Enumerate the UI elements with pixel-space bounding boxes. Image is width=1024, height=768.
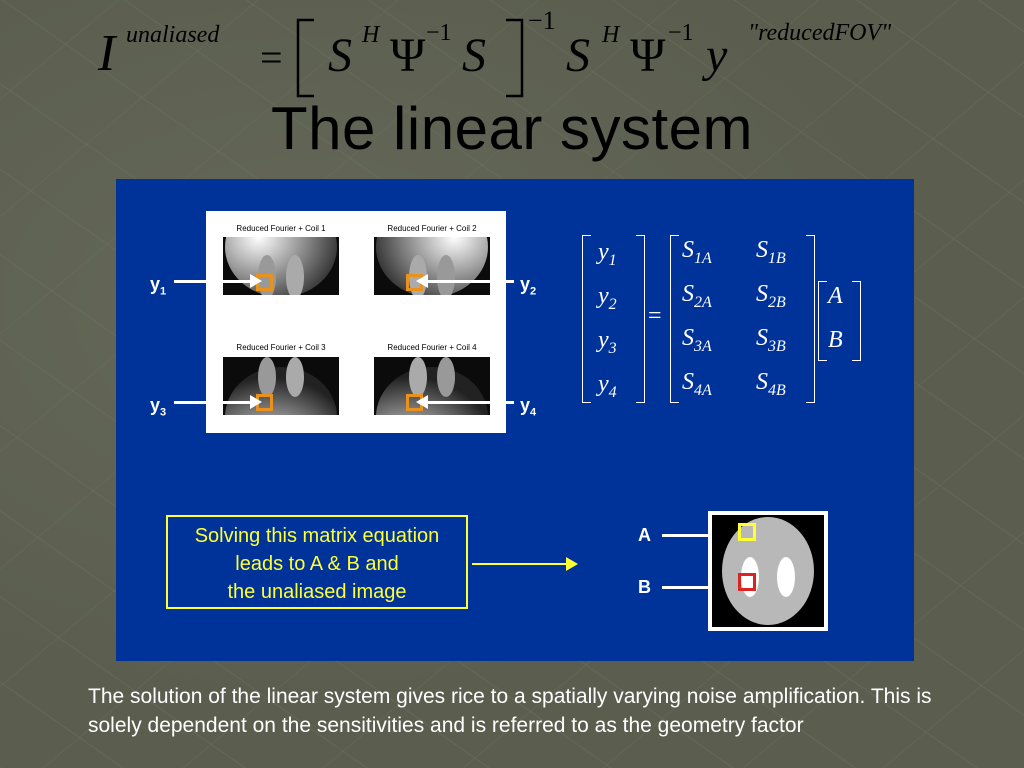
y2-base: y <box>520 274 531 294</box>
formula-unaliased: unaliased <box>126 22 220 48</box>
y4-base: y <box>520 395 531 415</box>
s-bracket-left <box>670 235 679 403</box>
rhs-a: A <box>828 283 843 309</box>
y4-label: y4 <box>520 395 536 419</box>
coil-title-4: Reduced Fourier + Coil 4 <box>387 343 477 352</box>
y1-arrow <box>174 274 262 288</box>
content-panel: Reduced Fourier + Coil 1 Reduced Fourier… <box>116 179 914 661</box>
sense-formula: I unaliased = S H Ψ −1 S −1 S H Ψ −1 y "… <box>98 4 938 104</box>
y4-sub: 4 <box>530 406 537 419</box>
formula-reduced-fov: "reducedFOV" <box>748 20 892 46</box>
lhs-y2: y2 <box>598 283 617 313</box>
formula-bracket-close <box>506 18 524 98</box>
coil-title-1: Reduced Fourier + Coil 1 <box>236 224 326 233</box>
s-1b: S1B <box>756 237 786 267</box>
lhs-y1: y1 <box>598 239 617 269</box>
matrix-equals: = <box>648 303 662 329</box>
y1-label: y1 <box>150 274 166 298</box>
solve-note-box: Solving this matrix equation leads to A … <box>166 515 468 609</box>
s-3b: S3B <box>756 325 786 355</box>
solve-line-2: leads to A & B and <box>235 553 399 575</box>
y2-sub: 2 <box>530 285 537 298</box>
solve-line-1: Solving this matrix equation <box>194 525 440 547</box>
geometry-factor-note: The solution of the linear system gives … <box>88 685 932 737</box>
y1-base: y <box>150 274 161 294</box>
y2-label: y2 <box>520 274 536 298</box>
formula-inv2: −1 <box>668 20 694 46</box>
coil-image-3 <box>223 357 339 415</box>
s-bracket-right <box>806 235 815 403</box>
matrix-equation: y1 y2 y3 y4 = S1A S1B S2A S2B S3A S3B S4… <box>582 235 882 407</box>
coil-title-3: Reduced Fourier + Coil 3 <box>236 343 326 352</box>
y3-base: y <box>150 395 161 415</box>
s-2b: S2B <box>756 281 786 311</box>
unaliased-image <box>708 511 828 631</box>
unaliased-image-content <box>712 515 824 627</box>
y1-sub: 1 <box>160 285 167 298</box>
lhs-bracket-left <box>582 235 591 403</box>
formula-S2: S <box>462 29 486 82</box>
y3-sub: 3 <box>160 406 167 419</box>
a-pixel-marker <box>738 523 756 541</box>
formula-S1: S <box>328 29 352 82</box>
formula-I: I <box>98 25 116 82</box>
formula-psi1: Ψ <box>390 29 426 82</box>
y3-arrow <box>174 395 262 409</box>
b-pixel-marker <box>738 573 756 591</box>
solve-arrow <box>472 557 578 571</box>
lhs-y4: y4 <box>598 371 617 401</box>
s-2a: S2A <box>682 281 712 311</box>
s-4b: S4B <box>756 369 786 399</box>
s-3a: S3A <box>682 325 712 355</box>
b-label: B <box>638 577 651 597</box>
formula-inv-outer: −1 <box>528 6 556 35</box>
formula-psi2: Ψ <box>630 29 666 82</box>
coil-image-4 <box>374 357 490 415</box>
page-title: The linear system <box>271 95 753 162</box>
formula-H2: H <box>602 22 620 48</box>
coil-image-2 <box>374 237 490 295</box>
y2-arrow <box>416 274 514 288</box>
s-1a: S1A <box>682 237 712 267</box>
coil-title-2: Reduced Fourier + Coil 2 <box>387 224 477 233</box>
formula-inv1: −1 <box>426 20 452 46</box>
a-label: A <box>638 525 651 545</box>
y3-label: y3 <box>150 395 166 419</box>
coil-image-1 <box>223 237 339 295</box>
formula-H1: H <box>362 22 380 48</box>
rhs-b: B <box>828 327 843 353</box>
solve-line-3: the unaliased image <box>227 581 407 603</box>
ab-bracket-left <box>818 281 827 361</box>
formula-equals: = <box>260 35 283 80</box>
lhs-bracket-right <box>636 235 645 403</box>
y4-arrow <box>416 395 514 409</box>
formula-y: y <box>706 29 728 82</box>
lhs-y3: y3 <box>598 327 617 357</box>
formula-bracket-open <box>296 18 314 98</box>
ab-bracket-right <box>852 281 861 361</box>
s-4a: S4A <box>682 369 712 399</box>
formula-S3: S <box>566 29 590 82</box>
